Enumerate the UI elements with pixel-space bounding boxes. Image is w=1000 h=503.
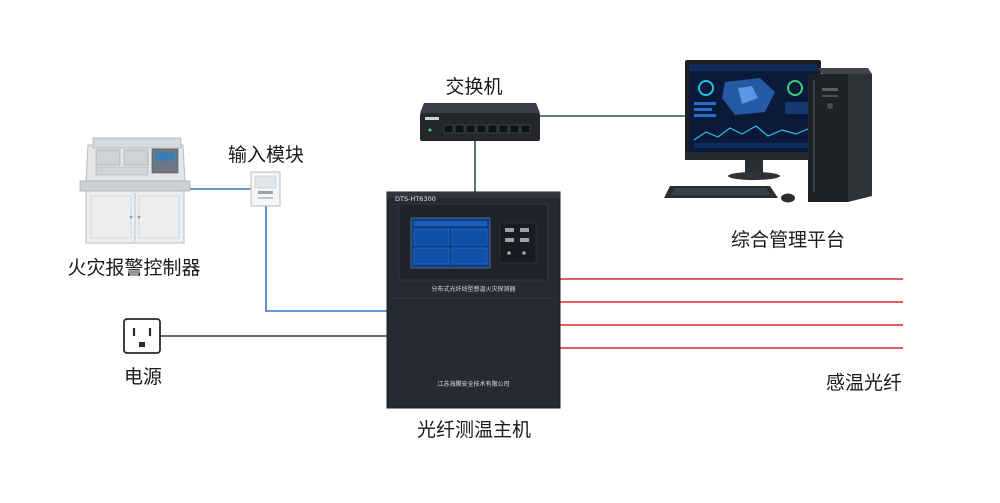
desktop-computer-icon [664, 60, 872, 203]
label-platform: 综合管理平台 [731, 229, 845, 251]
link-module-host [265, 206, 387, 312]
label-switch: 交换机 [445, 76, 502, 98]
host-model-text: DTS-HT6300 [395, 195, 436, 203]
input-module-icon [250, 171, 281, 207]
label-fiber: 感温光纤 [826, 372, 902, 394]
fiber-host-cabinet-icon [386, 191, 561, 409]
fire-alarm-controller-icon [79, 137, 191, 244]
connections [160, 115, 903, 349]
label-host: 光纤测温主机 [417, 419, 531, 441]
power-socket-icon [123, 318, 161, 354]
label-input-module: 输入模块 [228, 144, 304, 166]
label-power: 电源 [124, 366, 162, 388]
host-product-name: 分布式光纤线型感温火灾探测器 [431, 285, 515, 293]
network-switch-icon [420, 103, 540, 141]
host-company-name: 江苏海腾安全技术有限公司 [437, 380, 509, 388]
label-fire-controller: 火灾报警控制器 [67, 257, 200, 279]
